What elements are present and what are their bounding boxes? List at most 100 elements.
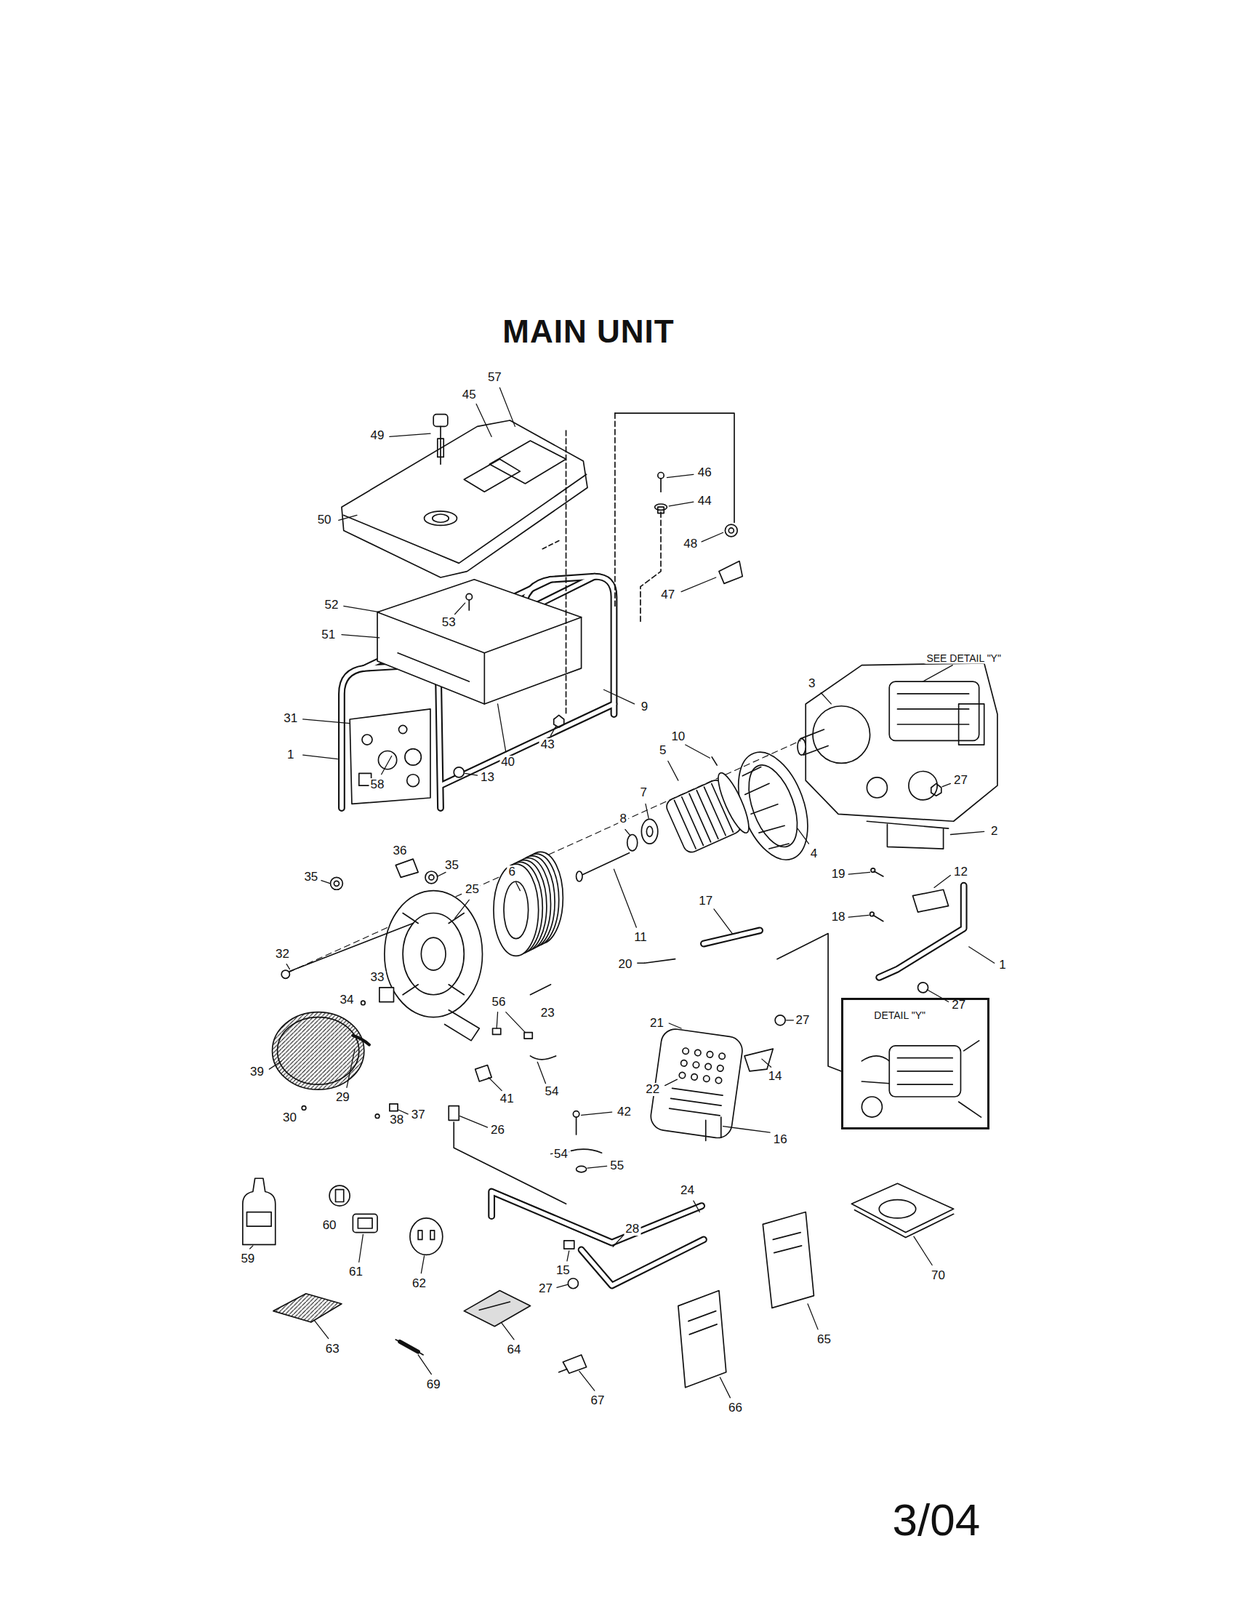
through-bolt [581,852,630,876]
engine [958,703,985,745]
leader-line [460,1115,488,1127]
frame-tube [341,576,615,808]
small-parts [572,1110,579,1117]
callout-number: 34 [338,993,355,1007]
callout-number: 10 [669,729,687,743]
small-parts [448,1105,459,1121]
callout-number: 44 [696,494,714,508]
fuel-tank [341,420,588,578]
small-parts [492,1027,501,1034]
accessories [430,1230,435,1240]
callout-number: 70 [929,1268,947,1282]
leader-line [942,782,951,786]
frame-tube [440,703,614,786]
frame-tube [341,576,615,808]
callout-number: 28 [623,1222,641,1236]
small-parts [475,1065,492,1082]
fuel-tank [432,513,449,522]
accessories [479,1301,510,1310]
handle [873,914,884,921]
end-bell [444,1009,480,1041]
leader-line [581,1111,613,1115]
handle [870,868,876,873]
exploded-view [242,387,998,1398]
leader-line [338,514,357,520]
control-panel [349,708,431,804]
callout-number: 65 [815,1332,833,1346]
callout-number: 39 [248,1065,266,1079]
bearing [627,833,638,850]
accessories [242,1177,954,1388]
bearing [627,818,658,850]
callout-number: 37 [410,1107,427,1122]
muffler [680,1059,688,1067]
callout-number: 55 [608,1158,626,1172]
fuel-tank [424,511,458,526]
leader-line [455,602,466,614]
small-parts [361,1000,366,1005]
callout-number: 16 [772,1132,789,1146]
callout-number: 14 [766,1069,784,1083]
wheel-frame [491,1190,702,1242]
callout-number: 54 [552,1147,570,1161]
note: SEE DETAIL "Y" [924,652,1003,664]
leader-line [685,744,711,758]
leader-line [389,433,431,437]
callout-number: 33 [369,970,387,984]
tank-hardware [614,412,616,608]
leader-line [420,1255,424,1273]
callout-number: 46 [696,466,714,480]
wheel-frame [491,1190,704,1288]
tank-hardware [657,506,664,513]
detail-sketch [897,1057,953,1084]
frame-tube [341,665,441,808]
callout-number: 27 [537,1281,554,1295]
leader-line [556,1283,568,1287]
accessories [678,1290,727,1388]
leader-line [612,1233,624,1247]
muffler [649,1027,745,1140]
leader-line [286,964,290,970]
accessories [352,1213,378,1232]
leader-line [488,1076,502,1090]
leader-line [537,1061,546,1083]
small-parts [375,1113,380,1119]
leader-line [501,1322,514,1339]
leader-line [950,830,984,834]
leader-line [645,803,649,818]
callout-number: 30 [281,1111,299,1125]
detail-sketch [889,1045,961,1097]
leader-line [969,946,995,963]
muffler [774,1014,786,1026]
callout-number: 4 [809,846,819,861]
callout-number: 3 [806,676,817,690]
fuel-tank [341,414,588,578]
callout-number: 51 [319,628,337,642]
callout-number: 9 [639,700,650,714]
rotor [662,769,754,858]
callout-number: 22 [644,1082,661,1096]
detail-sketch [861,1096,882,1117]
callout-number: 8 [617,812,628,826]
leader-line [437,871,446,877]
detail-sketch [861,1040,981,1117]
accessories [335,1189,344,1202]
accessories [562,1354,586,1373]
fuel-tank [439,426,442,464]
leader-line [637,962,645,964]
leader-line [613,868,637,927]
detail-box: DETAIL "Y" [841,997,989,1130]
end-bell [384,890,483,1041]
leader-line [723,1126,771,1132]
callout-number: 18 [830,910,847,924]
leader-line [848,914,869,917]
engine [805,663,998,821]
callout-number: 20 [616,957,634,971]
end-bell [420,937,446,970]
wheel-frame [564,1240,575,1249]
leader-line [926,989,949,1002]
handle [878,885,964,978]
callout-number: 63 [324,1342,341,1356]
